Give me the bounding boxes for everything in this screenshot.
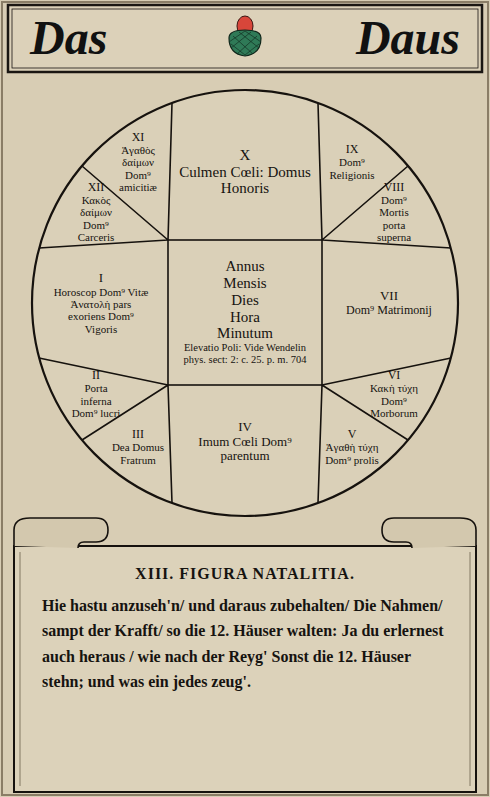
house-box: VἈγαθὴ τύχη Dom⁹ prolis	[322, 428, 382, 466]
center-square	[168, 240, 322, 385]
house-name: Dom⁹ Matrimonij	[339, 304, 439, 317]
house-name: Dom⁹ Mortis porta superna	[367, 194, 421, 243]
house-name: Culmen Cœli: Domus Honoris	[179, 164, 311, 198]
house-name: Imum Cœli Dom⁹ parentum	[182, 435, 308, 464]
scroll-curl-right	[382, 518, 476, 548]
header-frame	[8, 5, 482, 72]
house-numeral: XII	[69, 181, 123, 194]
center-line: Minutum	[173, 325, 317, 342]
scroll-text-box: XIII. FIGURA NATALITIA. Hie hastu anzuseh…	[16, 553, 474, 703]
house-numeral: II	[69, 369, 123, 382]
chart-circle	[32, 90, 458, 516]
scroll-heading: XIII. FIGURA NATALITIA.	[36, 561, 454, 587]
house-divider	[39, 358, 172, 503]
house-numeral: I	[51, 271, 151, 286]
house-numeral: X	[179, 147, 311, 164]
house-box: VIΚακὴ τύχη Dom⁹ Morborum	[365, 369, 423, 419]
house-numeral: IV	[182, 420, 308, 435]
house-box: IHoroscop Dom⁹ Vitæ Ἀνατολὴ pars exorien…	[49, 271, 153, 335]
scroll-shade	[20, 552, 470, 786]
header-word: Daus	[356, 14, 460, 62]
header-inner-frame	[12, 9, 478, 68]
house-numeral: VI	[367, 369, 421, 382]
house-box: VIIIDom⁹ Mortis porta superna	[365, 181, 423, 244]
header-word: Das	[30, 14, 107, 62]
house-box: XIἈγαθὸς δαίμων Dom⁹ amicitiæ	[108, 131, 168, 194]
house-box: VIIDom⁹ Matrimonij	[337, 289, 441, 317]
house-box: IIIDea Domus Fratrum	[108, 428, 168, 466]
house-box: IXDom⁹ Religionis	[322, 143, 382, 181]
house-box: XIIΚακὸς δαίμων Dom⁹ Carceris	[67, 181, 125, 244]
house-name: Dom⁹ Religionis	[324, 156, 380, 181]
house-numeral: VII	[339, 289, 439, 304]
center-box: AnnusMensisDiesHoraMinutumElevatio Poli:…	[171, 258, 319, 365]
acorn-hatching	[229, 31, 261, 55]
house-dividers	[39, 103, 451, 503]
house-name: Porta inferna Dom⁹ lucri	[69, 382, 123, 419]
scroll-verse: Hie hastu anzuseh'n/ und daraus zubehalt…	[36, 593, 454, 695]
center-line: Mensis	[173, 275, 317, 292]
center-line: Hora	[173, 309, 317, 326]
center-line: Elevatio Poli: Vide Wendelin phys. sect:…	[173, 342, 317, 366]
scroll-body	[14, 546, 476, 792]
house-divider	[318, 358, 451, 503]
house-name: Ἀγαθὸς δαίμων Dom⁹ amicitiæ	[110, 144, 166, 193]
house-divider	[318, 103, 451, 248]
house-name: Κακὴ τύχη Dom⁹ Morborum	[367, 382, 421, 419]
scroll-banner	[14, 518, 476, 792]
house-box: XCulmen Cœli: Domus Honoris	[177, 147, 313, 197]
house-numeral: IX	[324, 143, 380, 156]
house-numeral: III	[110, 428, 166, 441]
house-box: IVImum Cœli Dom⁹ parentum	[180, 420, 310, 464]
center-line: Annus	[173, 258, 317, 275]
house-name: Horoscop Dom⁹ Vitæ Ἀνατολὴ pars exoriens…	[51, 286, 151, 335]
house-name: Dea Domus Fratrum	[110, 441, 166, 466]
scroll-top-edge	[108, 545, 382, 547]
house-name: Κακὸς δαίμων Dom⁹ Carceris	[69, 194, 123, 243]
house-numeral: V	[324, 428, 380, 441]
house-box: IIPorta inferna Dom⁹ lucri	[67, 369, 125, 419]
house-numeral: VIII	[367, 181, 421, 194]
house-divider	[39, 103, 172, 248]
acorn-symbol	[229, 16, 261, 56]
house-numeral: XI	[110, 131, 166, 144]
acorn-cup	[229, 30, 261, 56]
scroll-curl-left	[14, 518, 108, 548]
center-line: Dies	[173, 292, 317, 309]
house-name: Ἀγαθὴ τύχη Dom⁹ prolis	[324, 441, 380, 466]
